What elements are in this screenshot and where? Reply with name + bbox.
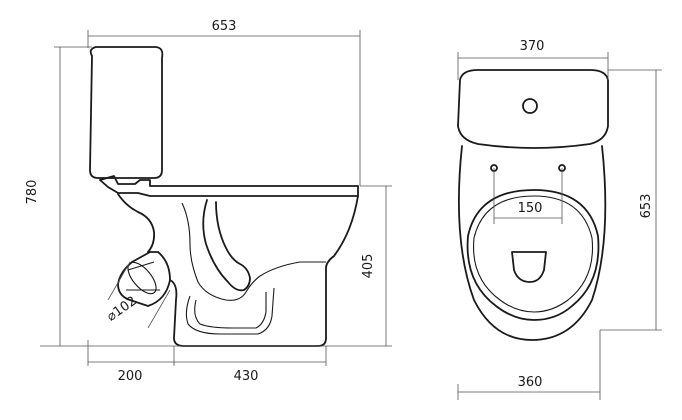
tank-flange	[99, 175, 359, 197]
dim-top-width: 370	[520, 39, 545, 54]
flush-button	[522, 98, 538, 114]
dim-seat-height: 405	[361, 254, 376, 279]
cistern-tank	[89, 46, 164, 179]
trapway	[181, 202, 326, 301]
outlet-rib-1	[127, 261, 155, 271]
top-dimension-lines	[457, 52, 662, 400]
seat-inner	[472, 195, 594, 313]
dim-outlet-offset: 200	[118, 369, 143, 384]
outlet-horn	[117, 251, 171, 307]
bowl-top-outline	[457, 145, 607, 341]
dim-outlet-diameter: ⌀102	[104, 294, 139, 325]
dim-height-total: 780	[25, 180, 40, 205]
dim-base-length: 430	[234, 369, 259, 384]
side-view	[89, 46, 359, 347]
lower-channel	[185, 287, 275, 335]
outlet-ring	[127, 261, 157, 295]
dim-top-length: 653	[639, 194, 654, 219]
top-view	[457, 69, 609, 341]
side-dimension-lines	[40, 30, 392, 366]
seat-outline	[466, 189, 600, 321]
dim-side-width: 653	[212, 19, 237, 34]
bowl-outer	[117, 193, 359, 347]
dim-hole-spacing: 150	[518, 201, 543, 216]
trap-inner	[202, 199, 251, 292]
drain-hole	[511, 251, 547, 283]
tank-lid	[457, 69, 609, 149]
dim-base-width: 360	[518, 375, 543, 390]
lower-channel-2	[194, 292, 267, 329]
